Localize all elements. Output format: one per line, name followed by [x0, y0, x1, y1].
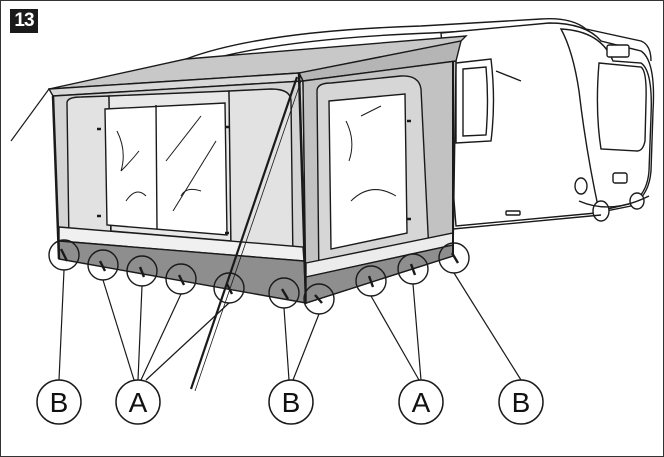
callout-b-middle-text: B — [282, 387, 301, 418]
callout-b-right: B — [498, 379, 544, 425]
callout-b-middle: B — [268, 379, 314, 425]
awning-side-panel — [302, 60, 457, 304]
awning-roof — [47, 35, 468, 97]
support-pole — [189, 76, 302, 392]
leader-lines — [58, 269, 522, 381]
callout-a-right: A — [398, 379, 444, 425]
callout-a-right-text: A — [412, 387, 431, 418]
callout-b-left-text: B — [50, 387, 69, 418]
caravan — [185, 18, 655, 230]
awning-front-panel — [10, 72, 308, 304]
callout-b-left: B — [36, 379, 82, 425]
callout-a-left: A — [115, 379, 161, 425]
callout-labels: B A B A B — [36, 379, 544, 425]
callout-a-left-text: A — [129, 387, 148, 418]
callout-b-right-text: B — [512, 387, 531, 418]
step-number-badge: 13 — [10, 9, 38, 33]
